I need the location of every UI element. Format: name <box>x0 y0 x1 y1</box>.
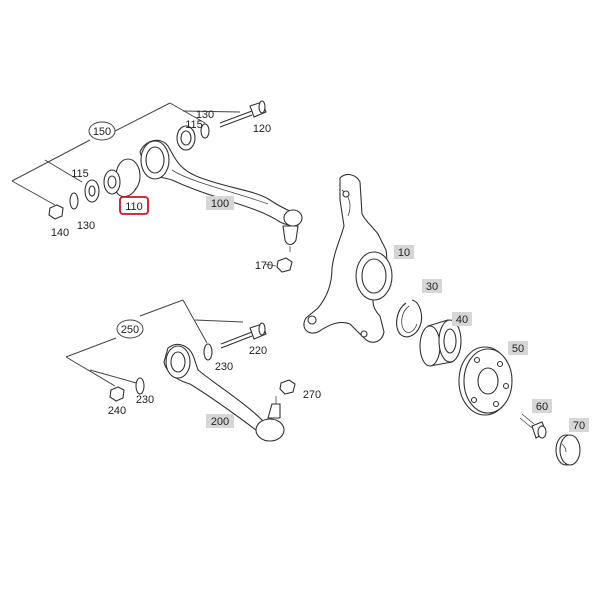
washer-130-upper <box>200 123 210 139</box>
label-30: 30 <box>422 279 442 293</box>
label-60: 60 <box>532 399 552 413</box>
svg-text:70: 70 <box>573 420 585 432</box>
label-115-upper: 115 <box>185 119 203 131</box>
nut-240 <box>109 386 125 402</box>
leader-lines-150 <box>11 102 241 206</box>
nut-270 <box>279 379 296 395</box>
label-150: 150 <box>88 121 116 141</box>
bushing-115-left <box>84 179 100 203</box>
label-170: 170 <box>255 260 273 272</box>
label-230-left: 230 <box>136 394 154 406</box>
label-230-right: 230 <box>215 361 233 373</box>
svg-text:150: 150 <box>93 126 111 138</box>
label-250: 250 <box>116 319 144 339</box>
svg-text:30: 30 <box>426 281 438 293</box>
washer-230-left <box>135 377 145 395</box>
washer-230-right <box>203 343 213 361</box>
label-270: 270 <box>303 389 321 401</box>
label-220: 220 <box>249 345 267 357</box>
label-110-highlighted[interactable]: 110 <box>119 196 149 215</box>
label-40: 40 <box>452 312 472 326</box>
label-50: 50 <box>508 341 528 355</box>
svg-text:50: 50 <box>512 343 524 355</box>
nut-170 <box>264 257 293 273</box>
bushing-110 <box>103 158 141 198</box>
washer-130-left <box>69 192 79 210</box>
label-130-upper: 130 <box>196 109 214 121</box>
label-200: 200 <box>206 414 234 428</box>
label-100: 100 <box>206 196 234 210</box>
nut-140 <box>48 204 64 220</box>
bolt-60 <box>519 413 547 439</box>
control-arm-100 <box>139 139 303 252</box>
wheel-hub-50 <box>458 346 513 416</box>
bolt-220 <box>220 322 267 349</box>
svg-text:110: 110 <box>125 201 143 213</box>
wheel-bearing-40 <box>419 319 462 367</box>
lower-arm-200 <box>163 343 285 442</box>
steering-knuckle-10 <box>303 173 393 343</box>
svg-text:250: 250 <box>121 324 139 336</box>
label-10: 10 <box>394 245 414 259</box>
svg-text:100: 100 <box>211 198 229 210</box>
label-70: 70 <box>569 418 589 432</box>
bushing-115-upper <box>176 125 196 151</box>
label-140: 140 <box>51 227 69 239</box>
label-240: 240 <box>108 405 126 417</box>
svg-text:200: 200 <box>211 416 229 428</box>
circlip-30 <box>396 299 423 338</box>
leader-lines-250 <box>65 299 244 387</box>
label-115-left: 115 <box>71 168 89 180</box>
label-130-left: 130 <box>77 220 95 232</box>
svg-text:60: 60 <box>536 401 548 413</box>
svg-text:40: 40 <box>456 314 468 326</box>
svg-text:10: 10 <box>398 247 410 259</box>
dust-cap-70 <box>555 434 581 466</box>
label-120: 120 <box>253 123 271 135</box>
bolt-120 <box>219 100 267 128</box>
